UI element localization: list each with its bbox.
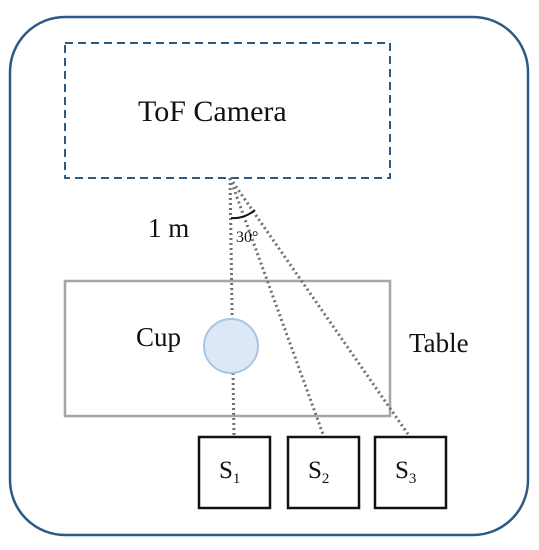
sensor-label-2: S2 bbox=[308, 457, 329, 488]
tof-camera-box bbox=[64, 42, 391, 179]
sensor-index: 2 bbox=[321, 471, 330, 487]
sensor-letter: S bbox=[219, 457, 233, 484]
ray-to-s1 bbox=[228, 177, 236, 438]
sensor-letter: S bbox=[395, 457, 409, 484]
cup-circle bbox=[203, 318, 259, 374]
outer-frame bbox=[8, 15, 530, 537]
cup-label: Cup bbox=[136, 322, 182, 352]
table-box bbox=[63, 279, 392, 418]
sensor-box-3 bbox=[373, 435, 448, 510]
ray-to-s3 bbox=[228, 177, 412, 438]
sensor-box-2 bbox=[286, 435, 361, 510]
sensor-label-3: S3 bbox=[395, 457, 416, 488]
sensor-index: 3 bbox=[408, 471, 417, 487]
distance-label: 1 m bbox=[148, 213, 190, 243]
angle-label: 30° bbox=[236, 229, 259, 246]
sensor-letter: S bbox=[308, 457, 322, 484]
sensor-label-1: S1 bbox=[219, 457, 240, 488]
ray-to-s2 bbox=[228, 177, 326, 438]
angle-arc bbox=[230, 209, 256, 220]
table-label: Table bbox=[409, 328, 469, 358]
sensor-index: 1 bbox=[232, 471, 241, 487]
sensor-box-1 bbox=[197, 435, 272, 510]
camera-label: ToF Camera bbox=[138, 95, 287, 128]
